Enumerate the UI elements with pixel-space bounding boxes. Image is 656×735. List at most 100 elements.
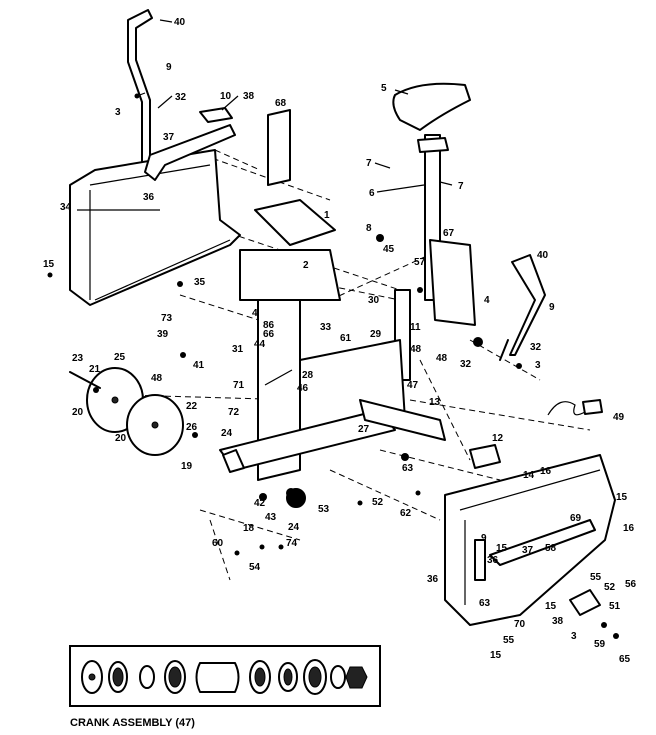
- callout: 36: [427, 574, 439, 585]
- callout: 24: [221, 428, 233, 439]
- callout: 42: [254, 498, 266, 509]
- main-frame: [219, 249, 446, 481]
- callout: 22: [186, 401, 198, 412]
- callout: 38: [243, 91, 255, 102]
- left-handlebar: [127, 9, 153, 171]
- callout: 30: [368, 295, 380, 306]
- callout: 73: [161, 313, 173, 324]
- callout: 52: [372, 497, 384, 508]
- callout: 55: [590, 572, 602, 583]
- callout: 86: [263, 320, 275, 331]
- callout: 4: [252, 308, 258, 319]
- callout: 8: [366, 223, 372, 234]
- callout: 59: [594, 639, 606, 650]
- callout: 3: [115, 107, 121, 118]
- left-pedal-bracket: [144, 107, 236, 181]
- callout: 46: [297, 383, 309, 394]
- callout: 39: [157, 329, 169, 340]
- power-cord: [547, 399, 603, 416]
- callout: 29: [370, 329, 382, 340]
- feet: [222, 444, 501, 473]
- callout: 27: [358, 424, 370, 435]
- callout: 20: [72, 407, 84, 418]
- callout: 70: [514, 619, 526, 630]
- callout: 49: [613, 412, 625, 423]
- callout: 1: [324, 210, 330, 221]
- callout: 20: [115, 433, 127, 444]
- callout: 24: [288, 522, 300, 533]
- callout: 35: [194, 277, 206, 288]
- callout: 74: [286, 538, 298, 549]
- callout: 62: [400, 508, 412, 519]
- callout: 11: [410, 322, 421, 333]
- callout: 9: [481, 533, 487, 544]
- callout-labels: 40 9 3 32 10 38 68 37 36 34 15 5 7 7 6 8…: [43, 17, 637, 665]
- callout: 31: [232, 344, 244, 355]
- callout: 4: [484, 295, 490, 306]
- crank-assembly-box: [69, 645, 381, 707]
- flywheel-assembly: [69, 367, 184, 456]
- callout: 21: [89, 364, 101, 375]
- assembly-guide-lines: [124, 144, 591, 581]
- callout: 63: [402, 463, 414, 474]
- callout: 36: [143, 192, 155, 203]
- callout: 33: [320, 322, 332, 333]
- callout: 68: [275, 98, 287, 109]
- callout: 28: [302, 370, 314, 381]
- right-pedal-bracket: [474, 519, 601, 616]
- callout: 19: [181, 461, 193, 472]
- callout: 2: [303, 260, 309, 271]
- callout: 43: [265, 512, 277, 523]
- callout: 48: [410, 344, 422, 355]
- callout: 41: [193, 360, 205, 371]
- leader-lines: [77, 19, 453, 386]
- callout: 3: [535, 360, 541, 371]
- callout: 15: [490, 650, 502, 661]
- callout: 61: [340, 333, 352, 344]
- callout: 15: [43, 259, 55, 270]
- callout: 48: [436, 353, 448, 364]
- callout: 66: [263, 329, 275, 340]
- callout: 52: [604, 582, 616, 593]
- callout: 7: [366, 158, 372, 169]
- crank-assembly-caption: CRANK ASSEMBLY (47): [70, 717, 195, 729]
- callout: 47: [407, 380, 419, 391]
- callout: 67: [443, 228, 455, 239]
- right-panel: [429, 239, 476, 326]
- callout: 48: [151, 373, 163, 384]
- callout: 37: [522, 545, 534, 556]
- callout: 60: [212, 538, 224, 549]
- callout: 25: [114, 352, 126, 363]
- callout: 71: [233, 380, 245, 391]
- hardware: [47, 93, 619, 639]
- callout: 32: [530, 342, 542, 353]
- callout: 34: [60, 202, 72, 213]
- callout: 16: [540, 466, 552, 477]
- callout: 12: [492, 433, 504, 444]
- callout: 38: [552, 616, 564, 627]
- console-panel: [267, 109, 291, 186]
- callout: 32: [175, 92, 187, 103]
- callout: 6: [369, 188, 375, 199]
- callout: 55: [503, 635, 515, 646]
- callout: 40: [537, 250, 549, 261]
- callout: 15: [545, 601, 557, 612]
- callout: 15: [496, 543, 508, 554]
- callout: 5: [381, 83, 387, 94]
- callout: 26: [186, 422, 198, 433]
- callout: 51: [609, 601, 621, 612]
- callout: 57: [414, 257, 426, 268]
- callout: 16: [623, 523, 635, 534]
- callout: 63: [479, 598, 491, 609]
- callout: 65: [619, 654, 631, 665]
- callout: 56: [625, 579, 637, 590]
- callout: 32: [460, 359, 472, 370]
- computer-unit: [254, 199, 336, 246]
- callout: 36: [487, 555, 499, 566]
- callout: 72: [228, 407, 240, 418]
- callout: 40: [174, 17, 186, 28]
- right-handlebar: [499, 254, 546, 361]
- callout: 13: [429, 397, 441, 408]
- callout: 14: [523, 470, 535, 481]
